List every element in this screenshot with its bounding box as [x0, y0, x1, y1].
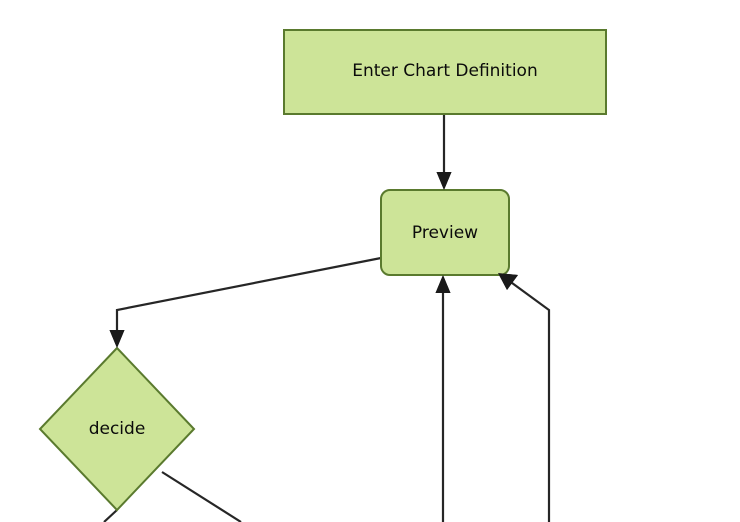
- node-decide[interactable]: [38, 346, 196, 512]
- edge-decide-down-left: [103, 509, 118, 522]
- arrowhead-into-preview-top-icon: [436, 172, 452, 190]
- arrowhead-into-preview-bottomright-icon: [498, 273, 518, 290]
- edge-decide-down-right: [161, 471, 242, 522]
- node-enter-chart-definition[interactable]: [283, 29, 607, 115]
- arrowhead-into-decide-top-icon: [109, 330, 125, 348]
- edge-bottom-straight-to-preview: [435, 275, 451, 522]
- arrowhead-into-preview-bottom-icon: [435, 275, 451, 293]
- edge-bottom-right-to-preview: [498, 273, 551, 522]
- node-preview[interactable]: [380, 189, 510, 276]
- edge-preview-to-decide: [109, 256, 382, 348]
